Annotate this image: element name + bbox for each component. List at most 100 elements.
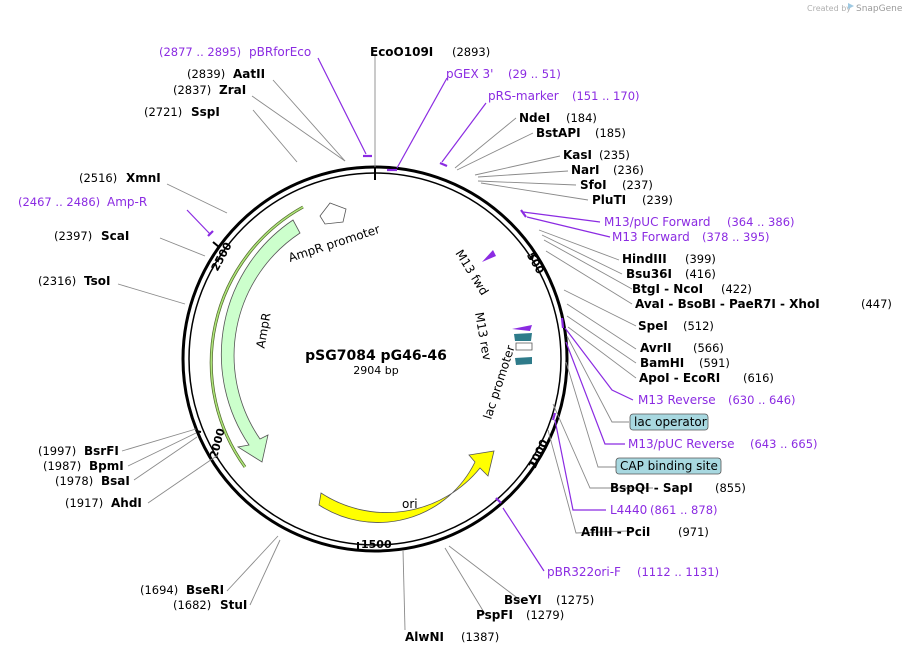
svg-text:(643 .. 665): (643 .. 665): [750, 437, 818, 451]
svg-text:(630 .. 646): (630 .. 646): [728, 393, 796, 407]
svg-text:AvrII: AvrII: [640, 341, 672, 355]
svg-text:(1997): (1997): [38, 444, 76, 458]
site-scai: (2397) ScaI: [54, 229, 129, 243]
site-nari: NarI (236): [571, 163, 644, 177]
snapgene-credit: Created by SnapGene: [807, 3, 903, 14]
site-kasi: KasI (235): [563, 148, 630, 162]
svg-text:BsrFI: BsrFI: [84, 444, 119, 458]
svg-text:(971): (971): [678, 525, 709, 539]
svg-text:(2316): (2316): [38, 274, 76, 288]
svg-text:M13 Forward: M13 Forward: [612, 230, 690, 244]
svg-text:lac operator: lac operator: [634, 415, 707, 429]
svg-text:AhdI: AhdI: [111, 496, 142, 510]
site-tsoi: (2316) TsoI: [38, 274, 110, 288]
svg-text:(1112 .. 1131): (1112 .. 1131): [637, 565, 719, 579]
svg-text:(1987): (1987): [43, 459, 81, 473]
svg-text:TsoI: TsoI: [84, 274, 110, 288]
svg-text:(1387): (1387): [461, 630, 499, 644]
site-bspqi-sapi: BspQI - SapI (855): [610, 481, 746, 495]
svg-text:(591): (591): [699, 356, 730, 370]
svg-text:(2397): (2397): [54, 229, 92, 243]
svg-text:ZraI: ZraI: [219, 83, 246, 97]
site-bsrfi: (1997) BsrFI: [38, 444, 119, 458]
svg-text:NdeI: NdeI: [519, 111, 550, 125]
site-spei: SpeI (512): [638, 319, 714, 333]
site-afliii-pcii: AflIII - PciI (971): [581, 525, 709, 539]
enzyme-labels: EcoO109I (2893) (2839) AatII (2837) ZraI…: [38, 45, 892, 644]
site-alwni: AlwNI (1387): [405, 630, 499, 644]
svg-text:pRS-marker: pRS-marker: [488, 89, 559, 103]
plasmid-length: 2904 bp: [353, 364, 398, 377]
primer-m13-reverse: M13 Reverse (630 .. 646): [638, 393, 796, 407]
cap-site-block: [515, 357, 532, 365]
svg-text:(861 .. 878): (861 .. 878): [650, 503, 718, 517]
svg-text:L4440: L4440: [610, 503, 647, 517]
m13-fwd-label: M13 fwd: [452, 247, 491, 298]
svg-text:(2837): (2837): [173, 83, 211, 97]
svg-text:(378 .. 395): (378 .. 395): [702, 230, 770, 244]
svg-text:BspQI - SapI: BspQI - SapI: [610, 481, 693, 495]
svg-text:(185): (185): [595, 126, 626, 140]
site-stui: (1682) StuI: [173, 598, 247, 612]
primer-pbr322ori-f: pBR322ori-F (1112 .. 1131): [547, 565, 719, 579]
lac-promoter-arrow: [515, 342, 533, 351]
primer-prs-marker: pRS-marker (151 .. 170): [488, 89, 640, 103]
svg-text:(416): (416): [685, 267, 716, 281]
site-bpmi: (1987) BpmI: [43, 459, 124, 473]
credit-brand: SnapGene: [856, 4, 903, 14]
svg-text:(1694): (1694): [140, 583, 178, 597]
tick-500: 500: [524, 250, 547, 277]
backbone-ticks: [195, 167, 537, 551]
svg-text:(1279): (1279): [526, 608, 564, 622]
svg-text:pBR322ori-F: pBR322ori-F: [547, 565, 621, 579]
svg-text:(2893): (2893): [452, 45, 490, 59]
svg-text:(1275): (1275): [556, 593, 594, 607]
svg-text:(364 .. 386): (364 .. 386): [727, 215, 795, 229]
svg-text:(151 .. 170): (151 .. 170): [572, 89, 640, 103]
snapgene-logo-icon: [848, 3, 854, 9]
svg-text:(399): (399): [685, 252, 716, 266]
primer-m13-puc-forward: M13/pUC Forward (364 .. 386): [604, 215, 795, 229]
svg-text:(29 .. 51): (29 .. 51): [508, 67, 561, 81]
site-ahdi: (1917) AhdI: [65, 496, 142, 510]
svg-text:(1978): (1978): [55, 474, 93, 488]
site-bsai: (1978) BsaI: [55, 474, 130, 488]
ampr-arrow: [221, 219, 301, 463]
box-leaders: [565, 335, 629, 468]
svg-text:EcoO109I: EcoO109I: [370, 45, 433, 59]
svg-text:(447): (447): [861, 297, 892, 311]
svg-text:(237): (237): [622, 178, 653, 192]
box-lac-operator: lac operator: [629, 413, 709, 431]
svg-text:ApoI - EcoRI: ApoI - EcoRI: [639, 371, 720, 385]
svg-text:AatII: AatII: [233, 67, 265, 81]
site-bsu36i: Bsu36I (416): [626, 267, 716, 281]
svg-text:SpeI: SpeI: [638, 319, 668, 333]
primer-m13-puc-reverse: M13/pUC Reverse (643 .. 665): [628, 437, 818, 451]
svg-text:PluTI: PluTI: [592, 193, 626, 207]
site-bamhi: BamHI (591): [640, 356, 730, 370]
plasmid-name: pSG7084 pG46-46: [305, 348, 447, 364]
svg-text:SspI: SspI: [191, 105, 220, 119]
site-pluti: PluTI (239): [592, 193, 673, 207]
svg-text:M13/pUC Reverse: M13/pUC Reverse: [628, 437, 735, 451]
svg-text:SfoI: SfoI: [580, 178, 607, 192]
site-sspi: (2721) SspI: [144, 105, 220, 119]
tick-1500: 1500: [361, 538, 392, 551]
box-cap-binding-site: CAP binding site: [615, 457, 722, 475]
site-apoi-ecori: ApoI - EcoRI (616): [639, 371, 774, 385]
site-beseri: (1694) BseRI: [140, 583, 224, 597]
site-btgi-ncoi: BtgI - NcoI (422): [632, 282, 752, 296]
svg-text:AvaI - BsoBI - PaeR7I - XhoI: AvaI - BsoBI - PaeR7I - XhoI: [635, 297, 820, 311]
site-bstapi: BstAPI (185): [536, 126, 626, 140]
credit-text: Created by: [807, 4, 851, 13]
svg-text:(184): (184): [566, 111, 597, 125]
svg-text:ScaI: ScaI: [101, 229, 129, 243]
svg-text:pGEX 3': pGEX 3': [446, 67, 493, 81]
ori-arrow: [318, 450, 495, 523]
primer-m13-forward: M13 Forward (378 .. 395): [612, 230, 770, 244]
svg-text:(2877 .. 2895): (2877 .. 2895): [159, 45, 241, 59]
svg-text:M13/pUC Forward: M13/pUC Forward: [604, 215, 711, 229]
enzyme-leaders: [117, 56, 653, 631]
svg-text:(422): (422): [721, 282, 752, 296]
site-avrii: AvrII (566): [640, 341, 724, 355]
